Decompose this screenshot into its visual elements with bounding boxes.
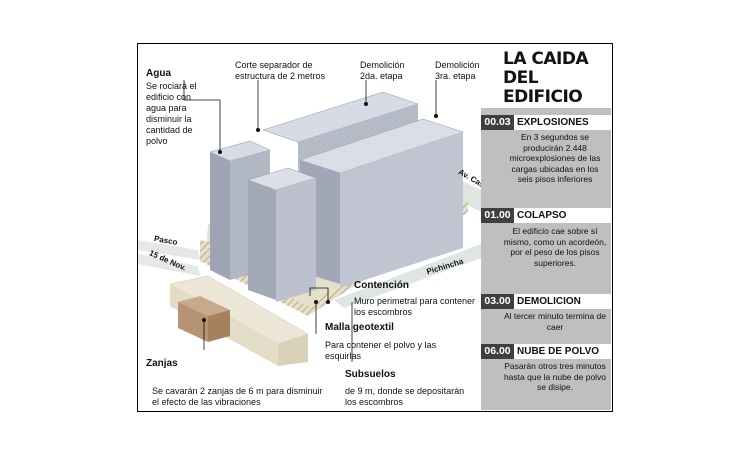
label-corte: Corte separador de estructura de 2 metro… xyxy=(235,60,326,81)
subsuelos-title: Subsuelos xyxy=(345,369,396,380)
page-title: LA CAIDA DEL EDIFICIO xyxy=(503,49,589,107)
timeline-sidebar: 00.03 EXPLOSIONES En 3 segundos se produ… xyxy=(481,108,611,410)
street-pichincha xyxy=(334,244,481,308)
timeline-text: El edificio cae sobre sí mismo, como un … xyxy=(503,226,607,268)
building-illustration xyxy=(138,80,481,366)
subsuelos-text: de 9 m, donde se depositarán los escombr… xyxy=(345,386,465,407)
timeline-label: DEMOLICION xyxy=(517,296,581,307)
timeline-text: Pasarán otros tres minutos hasta que la … xyxy=(503,361,607,392)
timeline-label: COLAPSO xyxy=(517,210,567,221)
timecode: 06.00 xyxy=(481,344,514,359)
malla-text: Para contener el polvo y las esquirlas xyxy=(325,340,437,361)
timeline-label: NUBE DE POLVO xyxy=(517,346,600,357)
timeline-item: 06.00 NUBE DE POLVO xyxy=(481,344,611,359)
malla-title: Malla geotextil xyxy=(325,322,394,333)
zanjas-title: Zanjas xyxy=(146,358,178,369)
label-demo2: Demolición 2da. etapa xyxy=(360,60,405,81)
timecode: 00.03 xyxy=(481,115,514,130)
trench-top xyxy=(178,296,230,316)
contencion-text: Muro perimetral para contener los escomb… xyxy=(354,296,476,317)
building-front-front xyxy=(276,178,316,302)
timeline-label: EXPLOSIONES xyxy=(517,117,589,128)
zanjas-text: Se cavarán 2 zanjas de 6 m para disminui… xyxy=(152,386,323,407)
building-front-left xyxy=(248,180,276,300)
timeline-item: 00.03 EXPLOSIONES xyxy=(481,115,611,130)
street-15nov xyxy=(138,254,200,276)
trench-front xyxy=(208,310,230,342)
trench-left xyxy=(178,302,208,342)
agua-text: Se rociará el edificio con agua para dis… xyxy=(146,81,197,146)
infographic-frame: Corte separador de estructura de 2 metro… xyxy=(137,43,613,412)
timeline-item: 03.00 DEMOLICION xyxy=(481,294,611,309)
timecode: 01.00 xyxy=(481,208,514,223)
label-demo3: Demolición 3ra. etapa xyxy=(435,60,480,81)
street-pasco xyxy=(138,240,200,260)
building-tall-left xyxy=(210,152,230,280)
timeline-text: Al tercer minuto termina de caer xyxy=(503,311,607,332)
subsoil-front xyxy=(278,334,308,366)
contencion-title: Contención xyxy=(354,280,409,291)
agua-title: Agua xyxy=(146,68,171,79)
leader-contencion xyxy=(309,287,329,302)
timeline-text: En 3 segundos se producirán 2.448 microe… xyxy=(509,132,601,184)
building-right-front xyxy=(340,132,463,288)
timeline-item: 01.00 COLAPSO xyxy=(481,208,611,223)
timecode: 03.00 xyxy=(481,294,514,309)
leader-agua xyxy=(183,80,221,152)
